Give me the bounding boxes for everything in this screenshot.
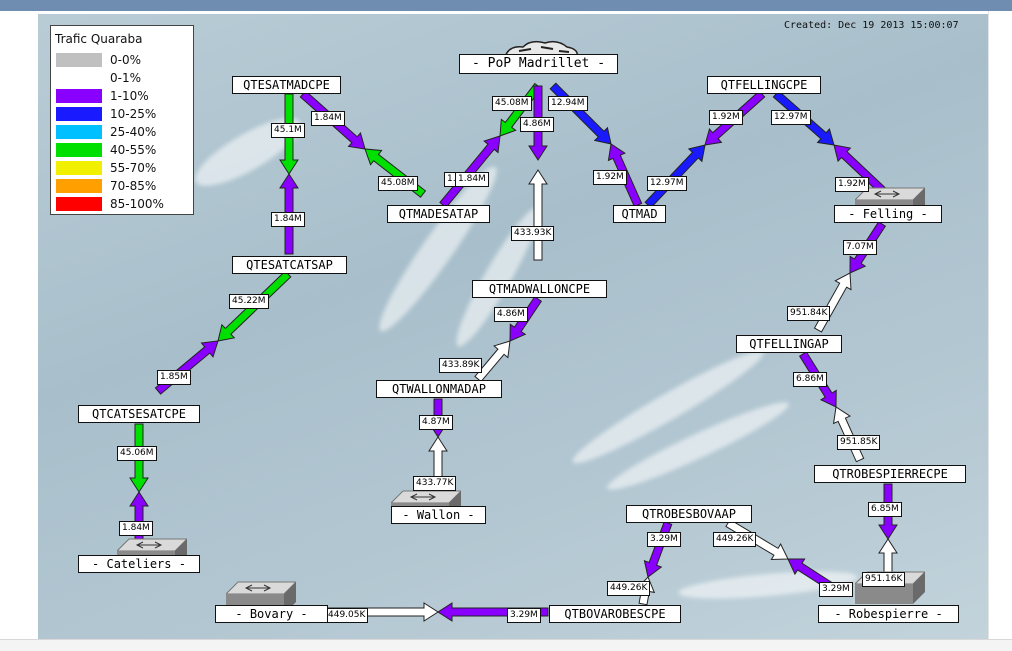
node-wallon[interactable]: - Wallon -	[391, 506, 486, 524]
link-label: 7.07M	[843, 240, 877, 255]
legend-item: 70-85%	[56, 178, 191, 194]
node-qtrobespierrecpe[interactable]: QTROBESPIERRECPE	[814, 465, 966, 483]
link-label: 3.29M	[819, 582, 853, 597]
legend-item: 25-40%	[56, 124, 191, 140]
link-label: 12.97M	[647, 176, 687, 191]
bottom-bar	[0, 639, 1012, 651]
link-label: 4.87M	[419, 415, 453, 430]
node-qtmadesatap[interactable]: QTMADESATAP	[387, 205, 490, 223]
node-qtmad[interactable]: QTMAD	[613, 205, 666, 223]
legend-swatch	[56, 71, 102, 85]
window-top-bar	[0, 0, 1012, 11]
node-qtrobesbovaap[interactable]: QTROBESBOVAAP	[626, 505, 752, 523]
link-label: 1.92M	[593, 170, 627, 185]
legend-swatch	[56, 179, 102, 193]
link-label: 449.26K	[607, 581, 651, 596]
legend-label: 55-70%	[110, 161, 157, 175]
link-label: 433.93K	[511, 226, 555, 241]
legend-item: 55-70%	[56, 160, 191, 176]
link-label: 951.16K	[862, 572, 906, 587]
link-label: 1.84M	[455, 172, 489, 187]
link-label: 3.29M	[507, 608, 541, 623]
link-label: 951.84K	[787, 306, 831, 321]
link-arrow[interactable]	[528, 169, 548, 261]
link-label: 12.97M	[771, 110, 811, 125]
link-label: 433.89K	[439, 358, 483, 373]
link-label: 45.08M	[378, 176, 418, 191]
legend-label: 10-25%	[110, 107, 157, 121]
link-arrow[interactable]	[813, 272, 852, 333]
right-scroll-gutter[interactable]	[988, 11, 1012, 639]
legend-item: 40-55%	[56, 142, 191, 158]
link-arrow[interactable]	[154, 340, 219, 395]
legend-label: 70-85%	[110, 179, 157, 193]
link-label: 449.05K	[325, 608, 369, 623]
link-label: 1.92M	[709, 110, 743, 125]
link-label: 45.22M	[229, 294, 269, 309]
link-label: 3.29M	[647, 532, 681, 547]
legend-item: 0-1%	[56, 70, 191, 86]
link-label: 12.94M	[548, 96, 588, 111]
legend-label: 25-40%	[110, 125, 157, 139]
traffic-legend: Trafic Quaraba 0-0% 0-1% 1-10% 10-25% 25…	[50, 25, 194, 215]
link-label: 1.85M	[157, 370, 191, 385]
legend-label: 1-10%	[110, 89, 149, 103]
created-timestamp: Created: Dec 19 2013 15:00:07	[784, 20, 959, 31]
link-label: 433.77K	[413, 476, 457, 491]
node-qtwallonmadap[interactable]: QTWALLONMADAP	[376, 380, 502, 398]
link-label: 1.92M	[835, 177, 869, 192]
cloud-icon	[503, 40, 579, 58]
node-qtesatcatsap[interactable]: QTESATCATSAP	[232, 256, 347, 274]
legend-item: 10-25%	[56, 106, 191, 122]
link-label: 1.84M	[119, 521, 153, 536]
link-label: 4.86M	[494, 307, 528, 322]
legend-item: 0-0%	[56, 52, 191, 68]
legend-item: 1-10%	[56, 88, 191, 104]
link-label: 6.86M	[793, 372, 827, 387]
link-label: 45.1M	[271, 123, 305, 138]
node-robespierre[interactable]: - Robespierre -	[818, 605, 959, 623]
link-label: 1.84M	[311, 111, 345, 126]
node-qtesatmadcpe[interactable]: QTESATMADCPE	[232, 76, 341, 94]
node-cateliers[interactable]: - Cateliers -	[78, 555, 200, 573]
link-label: 951.85K	[837, 435, 881, 450]
legend-label: 40-55%	[110, 143, 157, 157]
link-label: 1.84M	[271, 212, 305, 227]
legend-swatch	[56, 89, 102, 103]
legend-swatch	[56, 197, 102, 211]
legend-swatch	[56, 125, 102, 139]
link-label: 45.08M	[492, 96, 532, 111]
legend-label: 85-100%	[110, 197, 164, 211]
node-qtbovarobescpe[interactable]: QTBOVAROBESCPE	[549, 605, 681, 623]
legend-label: 0-1%	[110, 71, 142, 85]
legend-swatch	[56, 53, 102, 67]
node-qtcatsesatcpe[interactable]: QTCATSESATCPE	[78, 405, 200, 423]
link-arrow[interactable]	[439, 135, 501, 209]
link-arrow[interactable]	[549, 82, 612, 145]
link-arrow[interactable]	[643, 520, 673, 578]
link-arrow[interactable]	[725, 518, 789, 561]
legend-item: 85-100%	[56, 196, 191, 212]
link-label: 4.86M	[520, 117, 554, 132]
legend-label: 0-0%	[110, 53, 142, 67]
link-label: 6.85M	[868, 502, 902, 517]
legend-swatch	[56, 143, 102, 157]
legend-title: Trafic Quaraba	[55, 32, 143, 46]
node-bovary[interactable]: - Bovary -	[215, 605, 328, 623]
link-label: 449.26K	[713, 532, 757, 547]
legend-swatch	[56, 161, 102, 175]
link-label: 45.06M	[117, 446, 157, 461]
node-pop-madrillet[interactable]: - PoP Madrillet -	[459, 54, 618, 74]
node-qtfellingcpe[interactable]: QTFELLINGCPE	[707, 76, 821, 94]
network-weathermap: Created: Dec 19 2013 15:00:07 Trafic Qua…	[38, 14, 988, 639]
node-felling[interactable]: - Felling -	[834, 205, 942, 223]
node-qtmadwalloncpe[interactable]: QTMADWALLONCPE	[472, 280, 607, 298]
legend-swatch	[56, 107, 102, 121]
node-qtfellingap[interactable]: QTFELLINGAP	[736, 335, 842, 353]
